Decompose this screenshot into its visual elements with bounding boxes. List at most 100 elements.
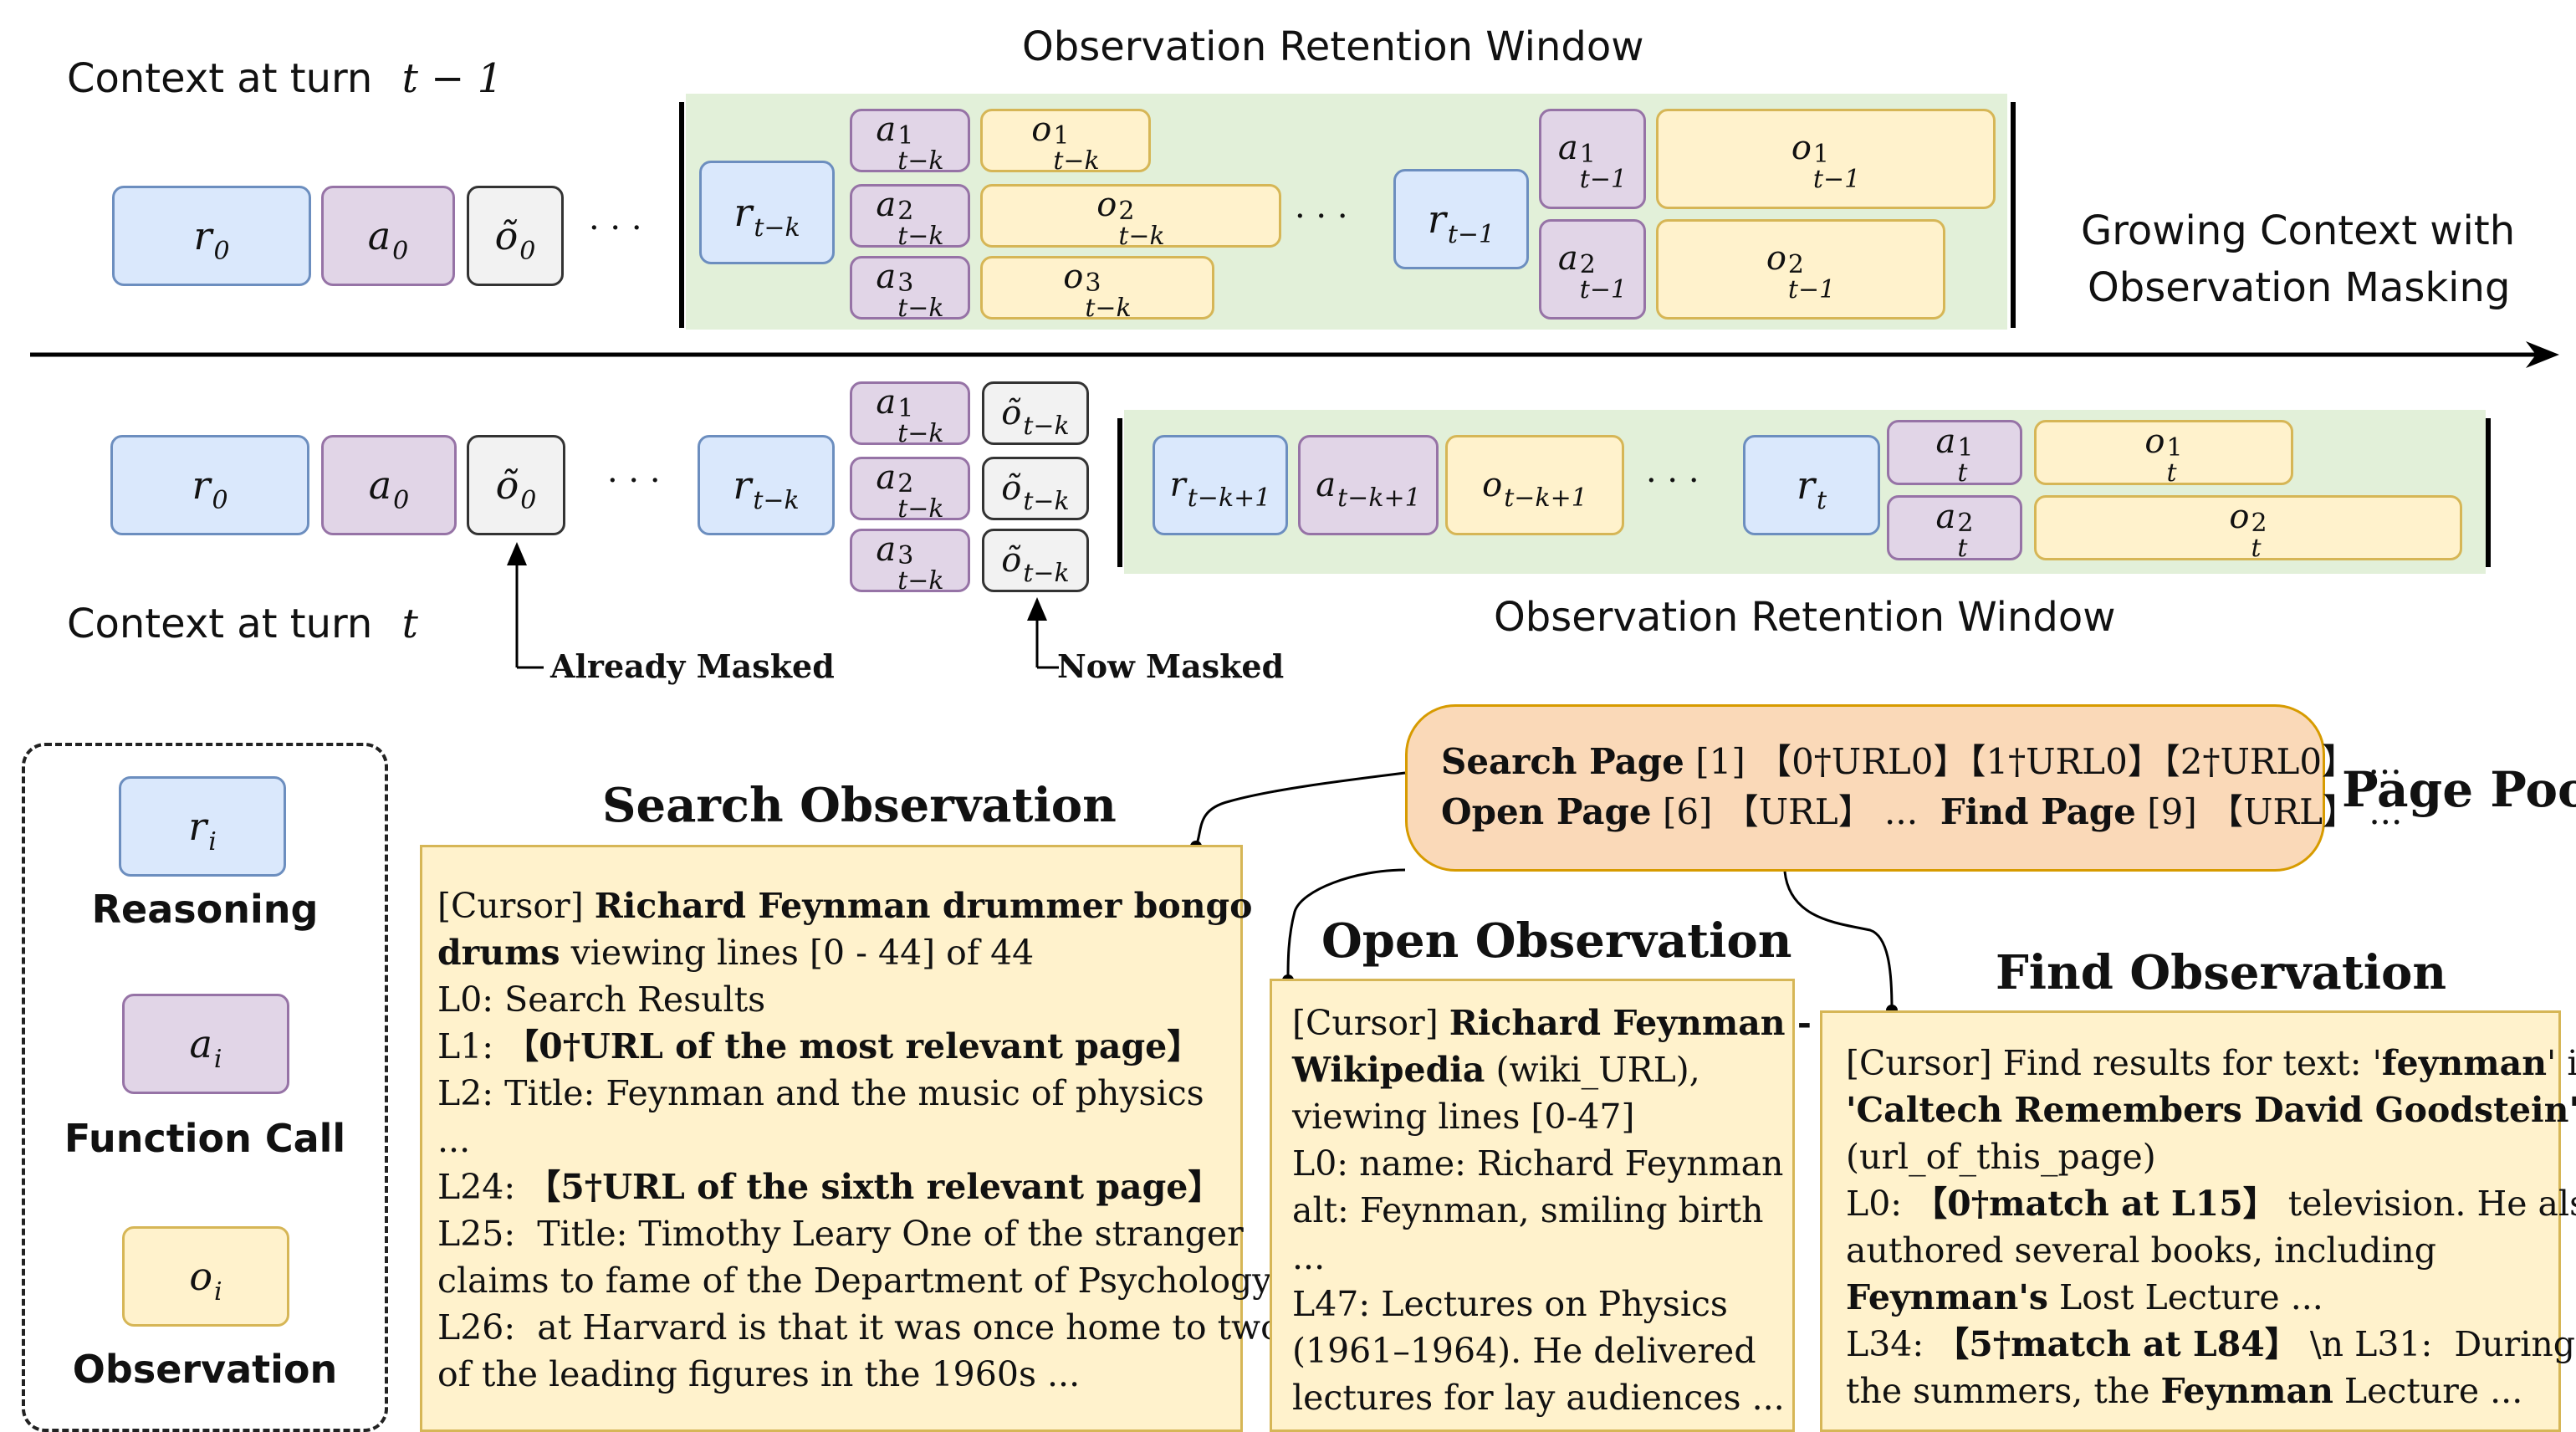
text-run: [Cursor]: [1292, 1003, 1449, 1043]
text-run: drums: [437, 933, 560, 973]
find-observation-panel: [Cursor] Find results for text: 'feynman…: [1820, 1010, 2576, 1432]
text-run: television. He also: [2277, 1184, 2576, 1224]
top-window-label: Observation Retention Window: [1022, 23, 1644, 70]
text-run: alt: Feynman, smiling birth: [1292, 1190, 1764, 1230]
text-run: Lecture ...: [2333, 1371, 2523, 1411]
top-window-left-bar: [679, 102, 684, 328]
observation-line: L1: 【0†URL of the most relevant page】: [437, 1023, 1240, 1070]
text-run: [9] 【URL】 ...: [2135, 791, 2403, 832]
observation-line: L24: 【5†URL of the sixth relevant page】: [437, 1164, 1240, 1210]
text-run: L0: name: Richard Feynman: [1292, 1143, 1784, 1184]
observation-line: L0: Search Results: [437, 976, 1240, 1023]
bottom-window-label: Observation Retention Window: [1494, 594, 2116, 641]
text-run: L1:: [437, 1026, 505, 1066]
text-run: Richard Feynman -: [1449, 1003, 1812, 1043]
text-run: [Cursor] Find results for text: ': [1846, 1043, 2382, 1083]
text-run: [6] 【URL】 ...: [1651, 791, 1940, 832]
bottom-context-title: Context at turn t: [67, 601, 418, 647]
text-run: 'Caltech Remembers David Goodstein': [1846, 1090, 2576, 1130]
text-run: ...: [437, 1120, 471, 1160]
observation-line: L0: 【0†match at L15】 television. He also: [1846, 1180, 2576, 1227]
text-run: feynman: [2381, 1043, 2548, 1083]
top-ellipsis-1: · · ·: [589, 209, 642, 248]
page-pool-line-1: Search Page [1] 【0†URL0】【1†URL0】【2†URL0】…: [1441, 737, 2402, 787]
observation-line: claims to fame of the Department of Psyc…: [437, 1257, 1271, 1304]
text-run: claims to fame of the Department of Psyc…: [437, 1261, 1272, 1301]
observation-line: the summers, the Feynman Lecture ...: [1846, 1368, 2558, 1414]
text-run: L34:: [1846, 1324, 1935, 1364]
legend-observation-label: Observation: [72, 1347, 338, 1392]
page-pool-box: Search Page [1] 【0†URL0】【1†URL0】【2†URL0】…: [1405, 704, 2402, 872]
text-run: Lost Lecture ...: [2047, 1277, 2323, 1317]
text-run: 【0†match at L15】: [1913, 1184, 2277, 1224]
text-run: L47: Lectures on Physics: [1292, 1284, 1728, 1324]
observation-line: alt: Feynman, smiling birth: [1292, 1187, 1792, 1234]
observation-line: L26: at Harvard is that it was once home…: [437, 1304, 1281, 1351]
text-run: ...: [1292, 1237, 1326, 1277]
text-run: viewing lines [0 - 44] of 44: [560, 933, 1035, 973]
growing-context-line-1: Growing Context with: [2081, 207, 2516, 254]
observation-line: (url_of_this_page): [1846, 1133, 2558, 1180]
text-run: authored several books, including: [1846, 1230, 2437, 1271]
observation-line: 'Caltech Remembers David Goodstein': [1846, 1087, 2576, 1133]
text-run: \n L31: During: [2298, 1324, 2576, 1364]
text-run: 【5†URL of the sixth relevant page】: [526, 1167, 1223, 1207]
observation-line: [Cursor] Richard Feynman drummer bongo: [437, 882, 1253, 929]
now-masked-label: Now Masked: [1057, 647, 1285, 685]
text-run: (1961–1964). He delivered: [1292, 1331, 1756, 1371]
top-context-title: Context at turn t − 1: [67, 55, 503, 102]
bottom-window-right-bar: [2486, 418, 2491, 567]
text-run: L25: Title: Timothy Leary One of the str…: [437, 1214, 1244, 1254]
observation-line: viewing lines [0-47]: [1292, 1093, 1792, 1140]
observation-line: Feynman's Lost Lecture ...: [1846, 1274, 2558, 1321]
text-run: of the leading figures in the 1960s ...: [437, 1354, 1081, 1394]
timeline-arrow: [30, 341, 2559, 368]
text-run: the summers, the: [1846, 1371, 2161, 1411]
observation-line: of the leading figures in the 1960s ...: [437, 1351, 1240, 1398]
text-run: 【0†URL of the most relevant page】: [504, 1026, 1202, 1066]
find-observation-title: Find Observation: [1996, 945, 2447, 1000]
text-run: Feynman: [2160, 1371, 2333, 1411]
observation-line: ...: [1292, 1234, 1792, 1281]
observation-line: ...: [437, 1117, 1240, 1164]
observation-line: [Cursor] Find results for text: 'feynman…: [1846, 1040, 2576, 1087]
text-run: Find Page: [1940, 791, 2136, 832]
